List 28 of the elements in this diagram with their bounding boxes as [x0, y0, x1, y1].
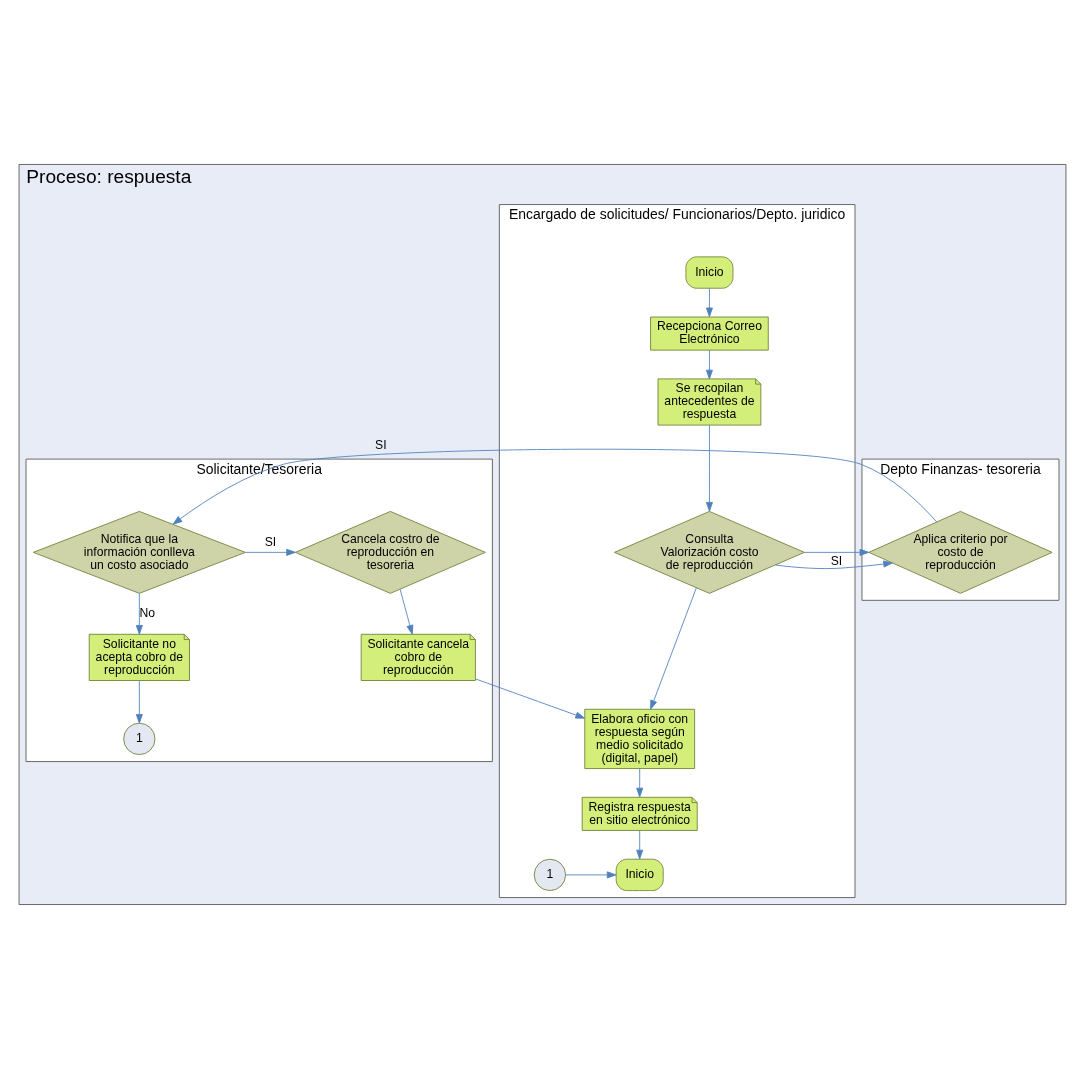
arrow	[135, 680, 143, 724]
arrow	[565, 870, 617, 878]
arrow	[705, 349, 713, 379]
arrow	[650, 587, 697, 710]
node-box: Inicio	[615, 858, 664, 891]
edge-label: SI	[375, 437, 387, 452]
arrow	[245, 548, 296, 556]
arrow	[475, 678, 585, 719]
arrow	[636, 829, 644, 859]
arrow	[775, 548, 893, 569]
node-diamond: Aplica criterio por costo de reproducción	[868, 510, 1053, 594]
node-diamond: Cancela costro de reproducción en tesoreria	[294, 510, 486, 594]
edge-label: SI	[830, 553, 843, 568]
arrow	[636, 767, 644, 797]
node-box: Recepciona Correo Electrónico	[650, 316, 769, 351]
arrow	[705, 287, 713, 317]
arrow	[135, 592, 143, 635]
node-box: Inicio	[685, 255, 734, 289]
arrow	[705, 424, 713, 512]
node-circle: 1	[123, 722, 156, 755]
edge-label: SI	[264, 534, 277, 549]
edge-label: No	[139, 605, 155, 620]
node-diamond: Notifica que la información conlleva un costo asociado	[32, 510, 246, 594]
node-circle: 1	[533, 858, 567, 891]
node-diamond: Consulta Valorización costo de reproducción	[614, 510, 805, 594]
arrow	[399, 588, 414, 635]
arrow	[172, 448, 938, 525]
node-box: Elabora oficio con respuesta según medio solicitado (digital, papel)	[584, 708, 696, 769]
